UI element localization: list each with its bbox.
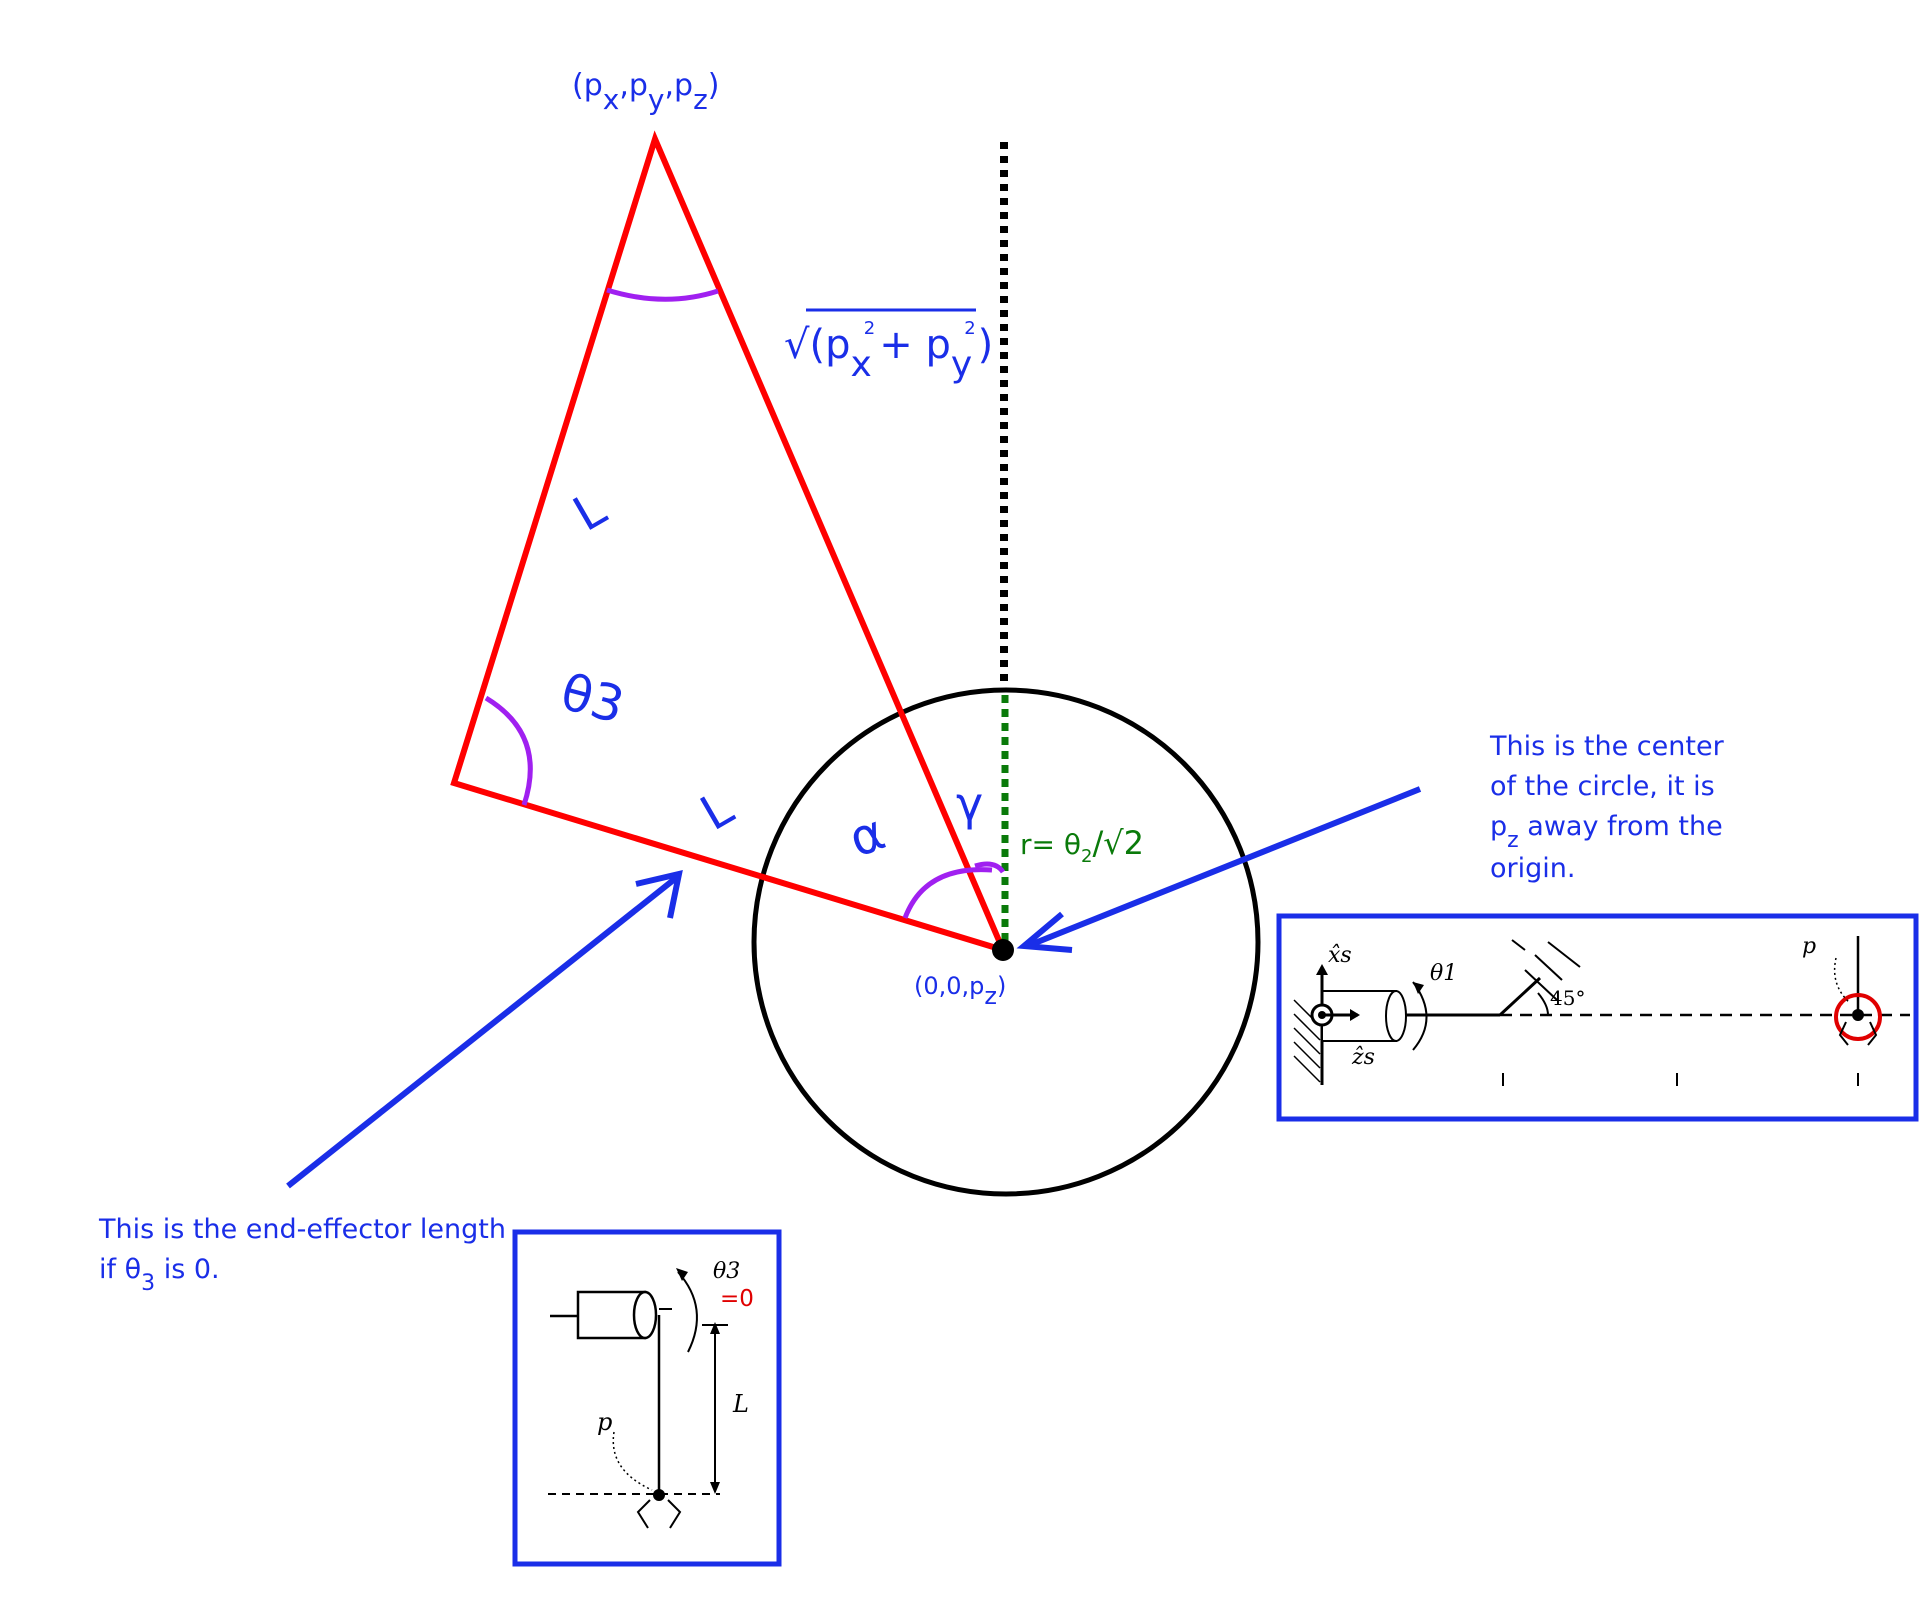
radius-label: r= θ2/√2	[1020, 824, 1144, 867]
center-note: This is the center of the circle, it is …	[1490, 727, 1724, 889]
theta3-angle-arc	[484, 695, 533, 806]
triangle	[450, 130, 1006, 953]
apex-angle-arc	[606, 287, 719, 302]
alpha-angle-arc	[902, 867, 993, 919]
inset-left-L: L	[732, 1390, 749, 1418]
center-point	[992, 939, 1014, 961]
center-arrow	[1016, 786, 1422, 953]
effector-arrow	[286, 870, 683, 1189]
inset-right-angle: 45°	[1550, 986, 1585, 1010]
effector-note-line1: This is the end-effector length	[99, 1214, 506, 1245]
center-note-line1: This is the center	[1490, 731, 1724, 762]
gamma-label: γ	[956, 777, 983, 831]
inset-left-p: p	[597, 1408, 612, 1436]
gamma-angle-arc	[974, 861, 1006, 874]
inset-left-theta3: θ3	[713, 1259, 740, 1284]
inset-right-xs: x̂s	[1328, 943, 1352, 968]
circle	[751, 687, 1261, 1197]
effector-note-line2: if θ3 is 0.	[99, 1254, 220, 1296]
inset-right-zs: ẑs	[1351, 1045, 1375, 1070]
theta3-label: θ3	[555, 663, 630, 735]
inset-left-zero: =0	[720, 1286, 754, 1312]
inset-right-theta1: θ1	[1430, 961, 1457, 986]
alpha-label: α	[841, 803, 892, 869]
hyp-label: √(px2+ py2)	[784, 318, 993, 385]
upper-L-label: L	[564, 481, 615, 543]
center-note-line3: pz away from the	[1490, 811, 1723, 853]
inset-right: x̂s ẑs θ1 45° p	[1276, 913, 1919, 1122]
center-label: (0,0,pz)	[914, 972, 1006, 1010]
inset-left: θ3 =0 L p	[512, 1229, 782, 1567]
lower-L-label: L	[691, 780, 742, 842]
apex-label: (px,py,pz)	[572, 68, 720, 116]
center-note-line2: of the circle, it is	[1490, 771, 1715, 802]
center-note-line4: origin.	[1490, 853, 1576, 884]
effector-note: This is the end-effector length if θ3 is…	[99, 1210, 506, 1296]
inset-right-p: p	[1802, 934, 1816, 959]
